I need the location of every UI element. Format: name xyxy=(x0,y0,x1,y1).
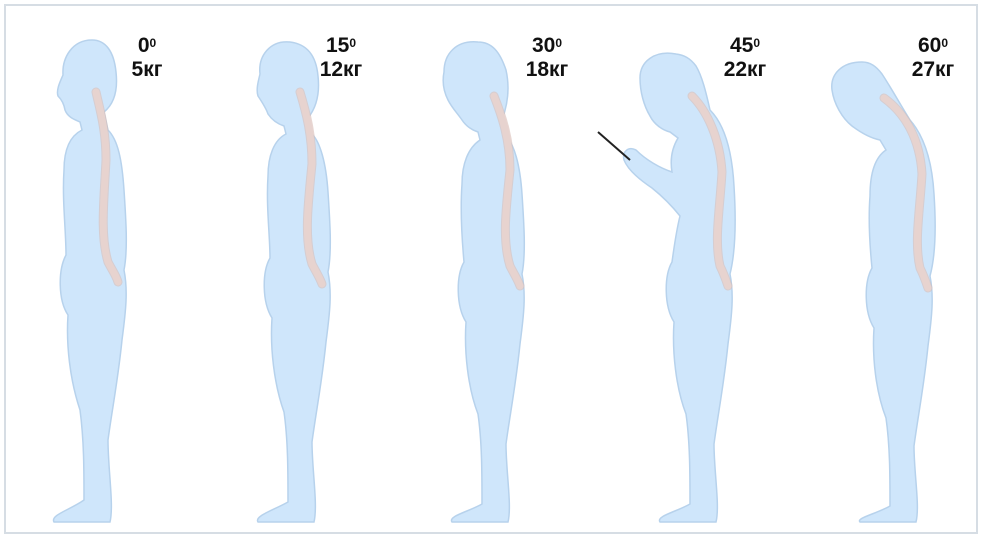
weight-label: 27кг xyxy=(898,58,968,82)
label-0-degrees: 00 5кг xyxy=(112,34,182,82)
angle-label: 300 xyxy=(512,34,582,58)
angle-label: 150 xyxy=(306,34,376,58)
figure-15-degrees xyxy=(257,42,330,522)
figure-30-degrees xyxy=(443,42,524,522)
label-30-degrees: 300 18кг xyxy=(512,34,582,82)
weight-label: 18кг xyxy=(512,58,582,82)
body-silhouette xyxy=(443,42,524,522)
angle-label: 450 xyxy=(710,34,780,58)
body-silhouette xyxy=(832,62,935,522)
weight-label: 5кг xyxy=(112,58,182,82)
figure-60-degrees xyxy=(832,62,935,522)
label-45-degrees: 450 22кг xyxy=(710,34,780,82)
weight-label: 12кг xyxy=(306,58,376,82)
phone-icon xyxy=(598,132,630,160)
figure-45-degrees xyxy=(598,53,735,522)
body-silhouette xyxy=(624,53,736,522)
label-15-degrees: 150 12кг xyxy=(306,34,376,82)
label-60-degrees: 600 27кг xyxy=(898,34,968,82)
angle-label: 00 xyxy=(112,34,182,58)
weight-label: 22кг xyxy=(710,58,780,82)
figure-0-degrees xyxy=(53,40,126,522)
angle-label: 600 xyxy=(898,34,968,58)
